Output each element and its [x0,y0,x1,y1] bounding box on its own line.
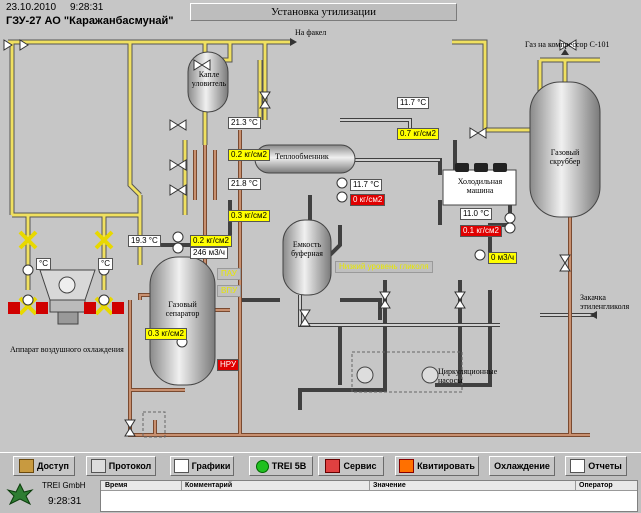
screen-title: Установка утилизации [190,3,457,21]
drip-catcher-label: Капле уловитель [191,70,227,88]
buffer-tank-label: Емкость буферная [291,240,323,258]
temp-reading-right: °С [98,258,113,270]
pau-indicator: ПАУ [217,268,241,280]
temp-reading-left: °С [36,258,51,270]
service-label: Сервис [343,461,377,471]
heat-exchanger-label: Теплообменник [275,152,329,161]
printer-icon [90,459,106,473]
shutoff-valves [18,230,114,316]
temp-reading-1: 21.3 °С [228,117,261,129]
valves [3,39,577,437]
reports-button[interactable]: Отчеты [565,456,627,476]
pressure-reading-1: 0.2 кг/см2 [228,149,270,161]
gas-separator-vessel [149,256,216,386]
gauges [22,177,516,348]
vpu-indicator: ВПУ [217,285,242,297]
table-icon [570,459,586,473]
station-name: ГЗУ-27 АО "Каражанбасмунай" [6,15,174,27]
pump-area [351,351,463,393]
access-button[interactable]: Доступ [13,456,75,476]
air-cooler-label: Аппарат воздушного охлаждения [10,345,124,354]
log-col-comment[interactable]: Комментарий [185,482,233,489]
event-log-table[interactable]: Время Комментарий Значение Оператор [100,480,638,512]
alarm-burst-icon [399,459,415,473]
pressure-reading-5: 0.1 кг/см2 [460,225,502,237]
flow-arrows [290,38,597,319]
trei-logo [6,482,34,506]
footer-clock: 9:28:31 [48,496,82,507]
pressure-reading-3: 0.7 кг/см2 [397,128,439,140]
cooling-machine-box [442,169,517,206]
gas-scrubber-vessel [529,81,601,218]
low-level-warning: Низкий уровень гликоля [335,261,433,273]
service-button[interactable]: Сервис [318,456,384,476]
acknowledge-button[interactable]: Квитировать [395,456,479,476]
nru-indicator: НРУ [217,359,240,371]
header-date: 23.10.2010 [6,2,57,13]
light-pipes [299,119,595,326]
to-flare-label: На факел [295,28,327,37]
trei-label: TREI 5B [271,461,307,471]
log-col-operator[interactable]: Оператор [579,482,613,489]
trei-button[interactable]: TREI 5B [249,456,313,476]
pressure-reading-4: 0 кг/см2 [350,194,386,206]
temp-reading-2: 21.8 °С [228,178,261,190]
tools-icon [325,459,341,473]
gas-separator-label: Газовый сепаратор [165,300,200,318]
gas-scrubber-label: Газовый скруббер [549,148,581,166]
protocol-button[interactable]: Протокол [86,456,156,476]
gas-pipes [8,40,600,290]
status-led-icon [255,459,269,473]
key-icon [19,459,34,473]
charts-label: Графики [191,461,231,471]
log-col-value[interactable]: Значение [373,482,406,489]
protocol-label: Протокол [108,461,152,471]
pressure-reading-8: 0.3 кг/см2 [145,328,187,340]
drain-area [142,411,166,438]
flow-reading-6: 246 м3/ч [190,247,228,259]
pumps [356,366,439,384]
temp-reading-4: 11.7 °С [350,179,383,191]
buffer-tank-vessel [282,219,332,296]
access-label: Доступ [37,461,69,471]
gas-to-compressor-label: Газ на компрессор С-101 [525,40,610,49]
company-name: TREI GmbH [42,481,86,490]
alarm-markers [8,302,124,314]
temp-reading-3: 11.7 °С [397,97,430,109]
compressor-units [455,163,507,172]
cooling-label: Охлаждение [494,461,550,471]
pressure-reading-6: 0.2 кг/см2 [190,235,232,247]
flow-reading-7: 0 м3/ч [488,252,518,264]
temp-reading-5: 11.0 °С [460,208,493,220]
charts-button[interactable]: Графики [170,456,234,476]
toolbar: Доступ Протокол Графики TREI 5B Сервис К… [0,452,641,479]
cooling-machine-label: Холодильная машина [457,177,503,195]
process-scheme [3,38,601,438]
acknowledge-label: Квитировать [417,461,475,471]
top-bar: 23.10.2010 9:28:31 Установка утилизации [0,0,641,22]
cooling-button[interactable]: Охлаждение [489,456,555,476]
chart-icon [173,459,189,473]
air-cooler [39,269,96,325]
injection-label: Закачка этиленгликоля [580,293,630,311]
log-col-time[interactable]: Время [105,482,128,489]
header-time: 9:28:31 [70,2,104,13]
reports-label: Отчеты [588,461,622,471]
temp-reading-6: 19.3 °С [128,235,161,247]
pressure-reading-2: 0.3 кг/см2 [228,210,270,222]
circ-pumps-label: Циркуляционные насосы [438,367,498,385]
